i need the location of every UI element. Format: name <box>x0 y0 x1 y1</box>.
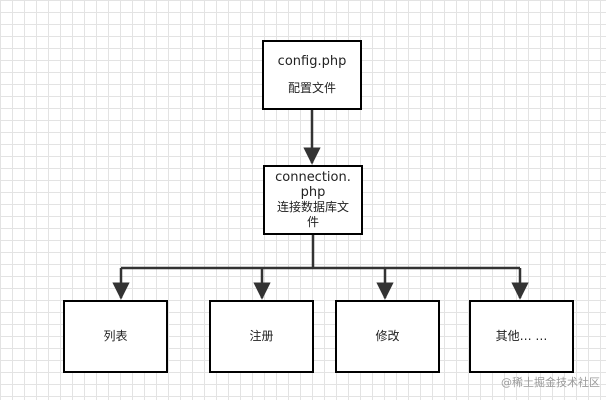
connection-node-subtitle-line1: 连接数据库文 <box>276 200 349 214</box>
connection-node-title-line1: connection. <box>275 170 351 185</box>
register-node: 注册 <box>209 300 314 373</box>
register-node-label: 注册 <box>249 329 274 343</box>
config-node-title: config.php <box>277 54 347 69</box>
config-node: config.php 配置文件 <box>262 40 362 110</box>
other-node-label: 其他… … <box>495 329 548 343</box>
list-node-label: 列表 <box>103 329 128 343</box>
connection-node: connection. php 连接数据库文 件 <box>263 165 363 235</box>
other-node: 其他… … <box>469 300 574 373</box>
watermark: @稀土掘金技术社区 <box>501 376 600 389</box>
config-node-subtitle: 配置文件 <box>287 81 336 95</box>
edit-node-label: 修改 <box>375 329 400 343</box>
connection-node-title-line2: php <box>300 185 326 200</box>
edit-node: 修改 <box>335 300 440 373</box>
connection-node-subtitle-line2: 件 <box>306 215 319 229</box>
list-node: 列表 <box>63 300 168 373</box>
